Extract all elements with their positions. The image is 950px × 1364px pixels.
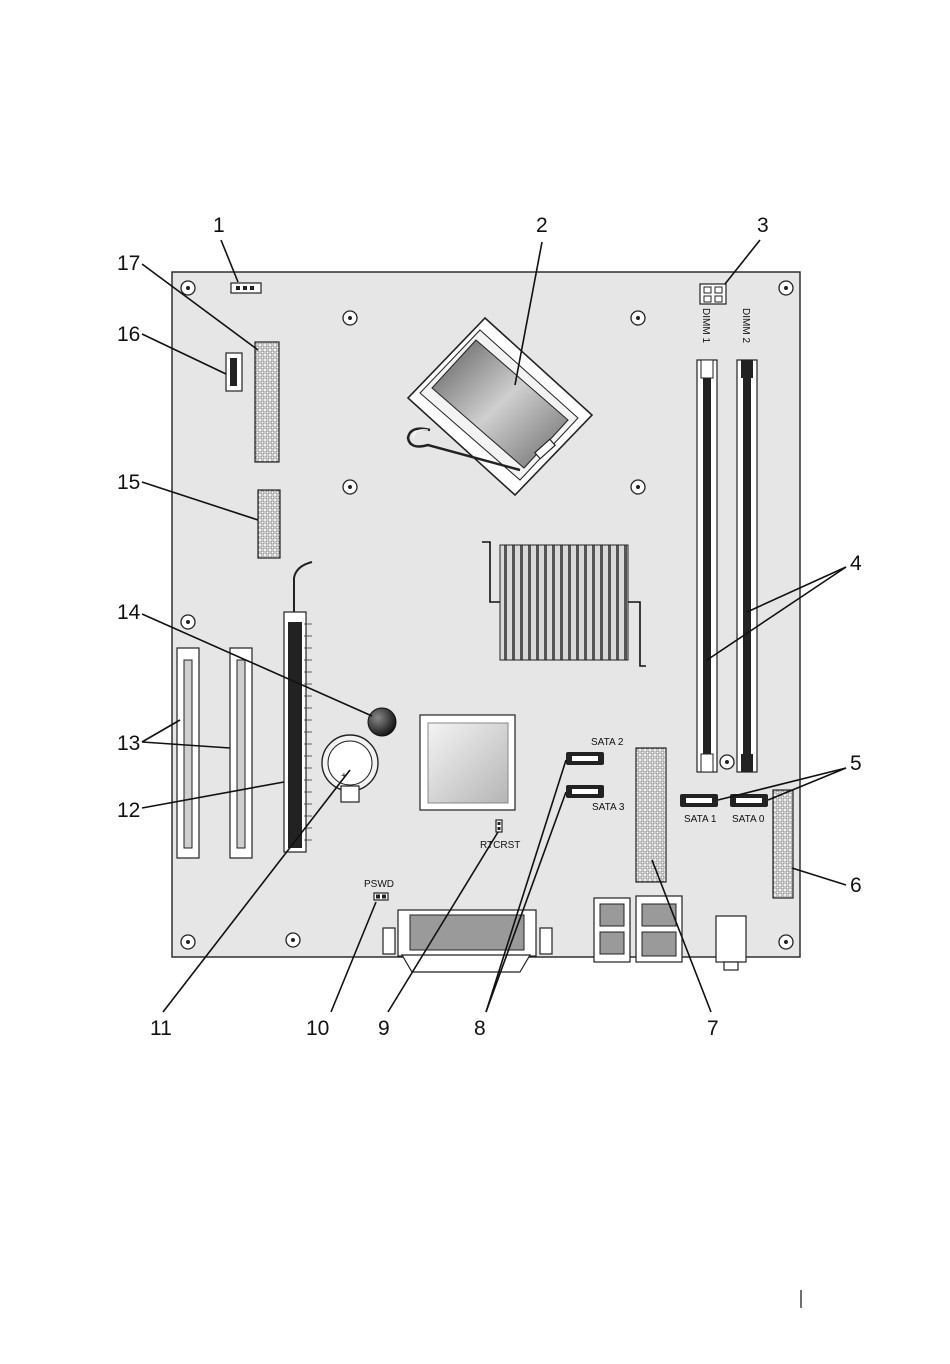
- mounting-hole: [631, 311, 645, 325]
- callout-2: 2: [536, 214, 548, 237]
- mounting-hole: [779, 935, 793, 949]
- callout-10: 10: [306, 1017, 329, 1040]
- mounting-hole: [286, 933, 300, 947]
- memory-slot-dimm2: [737, 360, 757, 772]
- callout-5: 5: [850, 752, 862, 775]
- floppy-drive-connector: [255, 342, 279, 462]
- ide-connector: [773, 790, 793, 898]
- speaker: [368, 708, 396, 736]
- callout-6: 6: [850, 874, 862, 897]
- callout-16: 16: [117, 323, 140, 346]
- mounting-hole: [631, 480, 645, 494]
- mounting-hole: [181, 615, 195, 629]
- fan-connector: [231, 283, 261, 293]
- callout-4: 4: [850, 552, 862, 575]
- sata1-label: SATA 1: [684, 814, 717, 825]
- chipset-heatsink: [482, 542, 646, 666]
- sata0-label: SATA 0: [732, 814, 765, 825]
- mounting-hole: [343, 480, 357, 494]
- callout-1: 1: [213, 214, 225, 237]
- sata2-label: SATA 2: [591, 737, 624, 748]
- chipset: [420, 715, 515, 810]
- power-switch-connector: [226, 353, 242, 391]
- pci-slot: [230, 648, 252, 858]
- mounting-hole: [181, 281, 195, 295]
- callout-9: 9: [378, 1017, 390, 1040]
- audio-connectors: [716, 916, 746, 970]
- callout-13: 13: [117, 732, 140, 755]
- network-usb-connector: [636, 896, 682, 962]
- mounting-hole: [181, 935, 195, 949]
- callout-7: 7: [707, 1017, 719, 1040]
- sata-connector-3: [566, 785, 604, 798]
- mounting-hole: [779, 281, 793, 295]
- mounting-hole: [343, 311, 357, 325]
- callout-14: 14: [117, 601, 141, 624]
- callout-15: 15: [117, 471, 140, 494]
- callout-3: 3: [757, 214, 769, 237]
- callout-8: 8: [474, 1017, 486, 1040]
- rtc-reset-jumper: [496, 820, 502, 832]
- dimm1-label: DIMM 1: [700, 308, 711, 343]
- pswd-label: PSWD: [364, 879, 394, 890]
- sata-connector-1: [680, 794, 718, 807]
- usb-connectors: [594, 898, 630, 962]
- rtcrst-label: RTCRST: [480, 840, 520, 851]
- callout-17: 17: [117, 252, 140, 275]
- memory-slot-dimm1: [697, 360, 717, 772]
- sata-connector-2: [566, 752, 604, 765]
- dimm2-label: DIMM 2: [740, 308, 751, 343]
- callout-11: 11: [150, 1017, 172, 1040]
- parallel-connector: [383, 910, 552, 972]
- mounting-hole: [720, 755, 734, 769]
- callout-12: 12: [117, 799, 140, 822]
- sata3-label: SATA 3: [592, 802, 625, 813]
- power-connector-12v: [700, 284, 726, 304]
- front-panel-connector: [258, 490, 280, 558]
- password-jumper: [374, 893, 388, 900]
- pci-slot: [177, 648, 199, 858]
- main-power-connector: [636, 748, 666, 882]
